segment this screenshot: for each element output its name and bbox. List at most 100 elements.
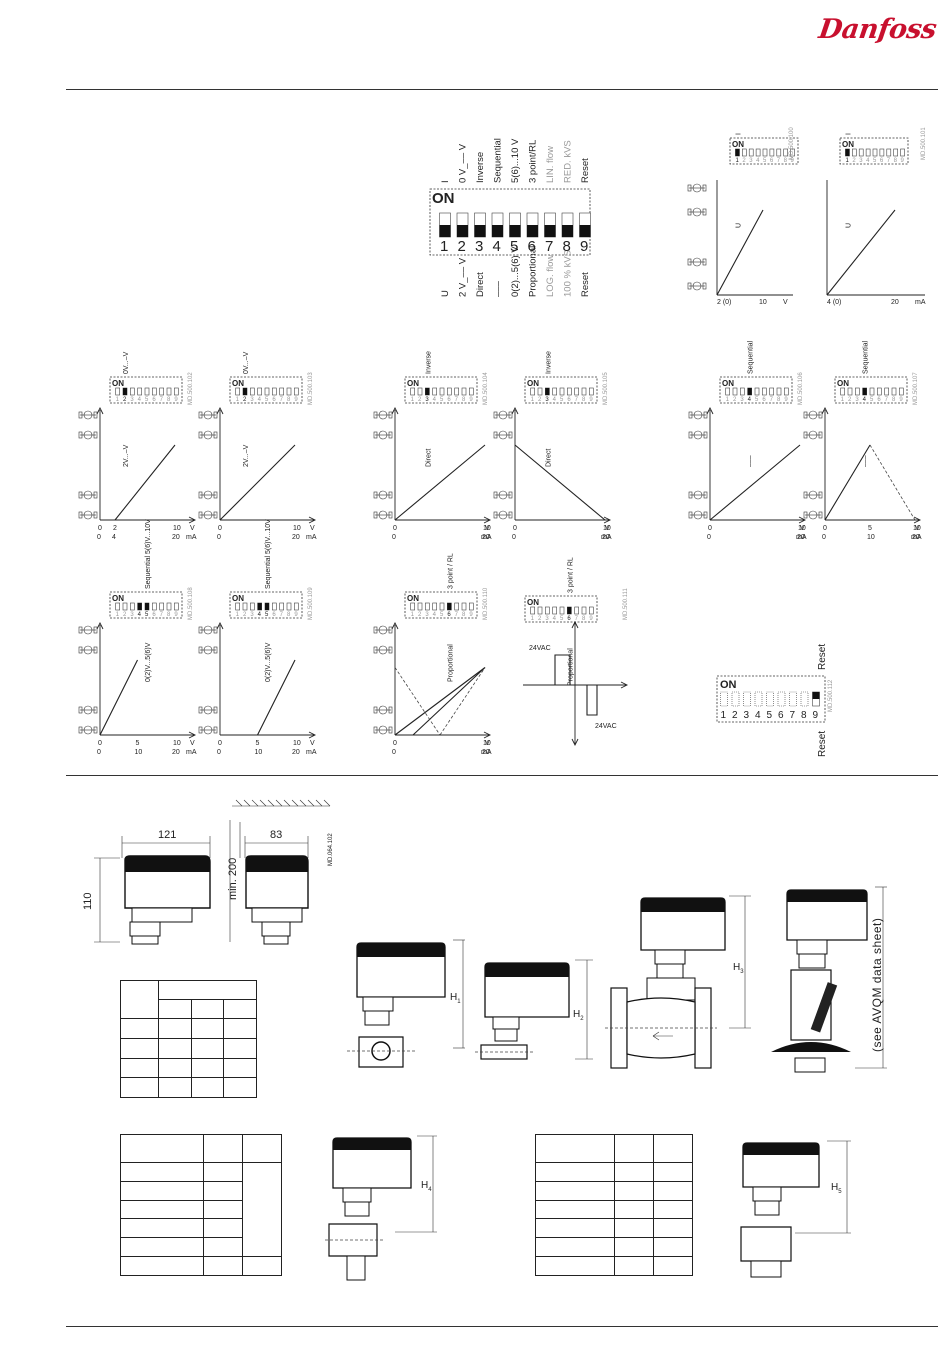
svg-text:2: 2 <box>418 397 422 403</box>
svg-text:20: 20 <box>482 749 490 756</box>
svg-text:V: V <box>190 740 195 747</box>
svg-text:4: 4 <box>553 397 557 403</box>
svg-text:4: 4 <box>258 612 262 618</box>
main-dip-bottom-label-3: Direct <box>475 272 486 297</box>
svg-text:0: 0 <box>217 534 221 541</box>
svg-text:0: 0 <box>217 749 221 756</box>
svg-text:4 (0): 4 (0) <box>827 299 841 306</box>
svg-text:5: 5 <box>136 740 140 747</box>
svg-text:9: 9 <box>174 612 178 618</box>
svg-text:10: 10 <box>798 525 806 532</box>
main-dip-number-1: 1 <box>440 238 448 255</box>
svg-text:–––: ––– <box>748 455 755 467</box>
svg-text:6: 6 <box>567 397 571 403</box>
svg-text:9: 9 <box>469 397 473 403</box>
svg-text:0: 0 <box>392 534 396 541</box>
main-dip-number-6: 6 <box>528 238 536 255</box>
svg-text:7: 7 <box>455 397 459 403</box>
main-dip-bottom-label-1: U <box>440 290 451 297</box>
svg-text:MD.500.103: MD.500.103 <box>308 372 314 405</box>
svg-text:10: 10 <box>759 299 767 306</box>
main-dip-bottom-label-7: LOG. flow <box>545 255 556 297</box>
svg-text:ON: ON <box>722 379 734 388</box>
svg-text:2V...–V: 2V...–V <box>243 444 250 467</box>
svg-text:Sequential 5(6)V...10V: Sequential 5(6)V...10V <box>145 519 152 589</box>
svg-text:10: 10 <box>135 749 143 756</box>
svg-text:8: 8 <box>894 158 898 164</box>
svg-text:6: 6 <box>447 397 451 403</box>
svg-text:4: 4 <box>756 158 760 164</box>
svg-text:1: 1 <box>236 397 240 403</box>
svg-text:3 point / RL: 3 point / RL <box>447 553 454 589</box>
svg-text:3: 3 <box>855 397 859 403</box>
svg-text:MD.500.108: MD.500.108 <box>188 587 194 620</box>
valve-h2-label: H2 <box>573 1009 584 1022</box>
valve-h3-label: H3 <box>733 962 744 975</box>
svg-text:5: 5 <box>755 397 759 403</box>
reset-number-3: 3 <box>744 710 750 721</box>
svg-text:20: 20 <box>172 749 180 756</box>
svg-text:0: 0 <box>512 534 516 541</box>
svg-text:ON: ON <box>232 379 244 388</box>
main-dip-bottom-label-4: ––– <box>493 280 504 297</box>
svg-text:Direct: Direct <box>425 449 432 467</box>
svg-text:6: 6 <box>152 612 156 618</box>
svg-text:4: 4 <box>112 534 116 541</box>
svg-text:0: 0 <box>97 749 101 756</box>
svg-text:10: 10 <box>173 525 181 532</box>
svg-text:V: V <box>605 525 610 532</box>
avqm-note: (see AVQM data sheet) <box>870 918 884 1052</box>
svg-text:5: 5 <box>873 158 877 164</box>
svg-text:V: V <box>485 525 490 532</box>
svg-text:1: 1 <box>236 612 240 618</box>
svg-text:I: I <box>845 133 852 135</box>
svg-text:3: 3 <box>545 397 549 403</box>
main-dip-number-8: 8 <box>563 238 571 255</box>
svg-text:6: 6 <box>770 158 774 164</box>
svg-text:6: 6 <box>272 612 276 618</box>
svg-text:9: 9 <box>589 397 593 403</box>
svg-text:0V...–V: 0V...–V <box>123 351 130 374</box>
svg-text:10: 10 <box>483 740 491 747</box>
svg-text:10: 10 <box>293 525 301 532</box>
svg-text:3: 3 <box>425 397 429 403</box>
svg-text:0: 0 <box>823 525 827 532</box>
svg-text:8: 8 <box>462 397 466 403</box>
svg-text:9: 9 <box>899 397 903 403</box>
svg-text:Inverse: Inverse <box>425 351 432 374</box>
svg-text:2: 2 <box>418 612 422 618</box>
svg-text:0: 0 <box>218 740 222 747</box>
svg-text:10: 10 <box>293 740 301 747</box>
svg-text:10: 10 <box>603 525 611 532</box>
main-dip-number-4: 4 <box>493 238 501 255</box>
main-dip-bottom-label-2: 2 V_–– V <box>458 257 469 297</box>
svg-text:2: 2 <box>852 158 856 164</box>
svg-text:1: 1 <box>116 397 120 403</box>
svg-text:0: 0 <box>707 534 711 541</box>
svg-text:V: V <box>783 299 788 306</box>
svg-text:ON: ON <box>112 379 124 388</box>
svg-text:5: 5 <box>868 525 872 532</box>
reset-number-1: 1 <box>721 710 727 721</box>
svg-text:5: 5 <box>145 397 149 403</box>
svg-text:ON: ON <box>842 140 854 149</box>
svg-text:4: 4 <box>138 397 142 403</box>
svg-text:MD.500.100: MD.500.100 <box>789 127 795 160</box>
svg-text:V: V <box>485 740 490 747</box>
svg-text:10: 10 <box>255 749 263 756</box>
svg-text:20: 20 <box>912 534 920 541</box>
main-dip-number-5: 5 <box>510 238 518 255</box>
svg-text:9: 9 <box>174 397 178 403</box>
svg-text:7: 7 <box>280 612 284 618</box>
svg-text:2: 2 <box>243 397 247 403</box>
reset-bottom-label: Reset <box>817 731 828 757</box>
svg-text:5: 5 <box>763 158 767 164</box>
svg-text:7: 7 <box>887 158 891 164</box>
reset-number-9: 9 <box>813 710 819 721</box>
valve-drawing-3: H3 <box>605 895 751 1069</box>
svg-text:24VAC: 24VAC <box>595 723 617 730</box>
svg-text:0: 0 <box>97 534 101 541</box>
